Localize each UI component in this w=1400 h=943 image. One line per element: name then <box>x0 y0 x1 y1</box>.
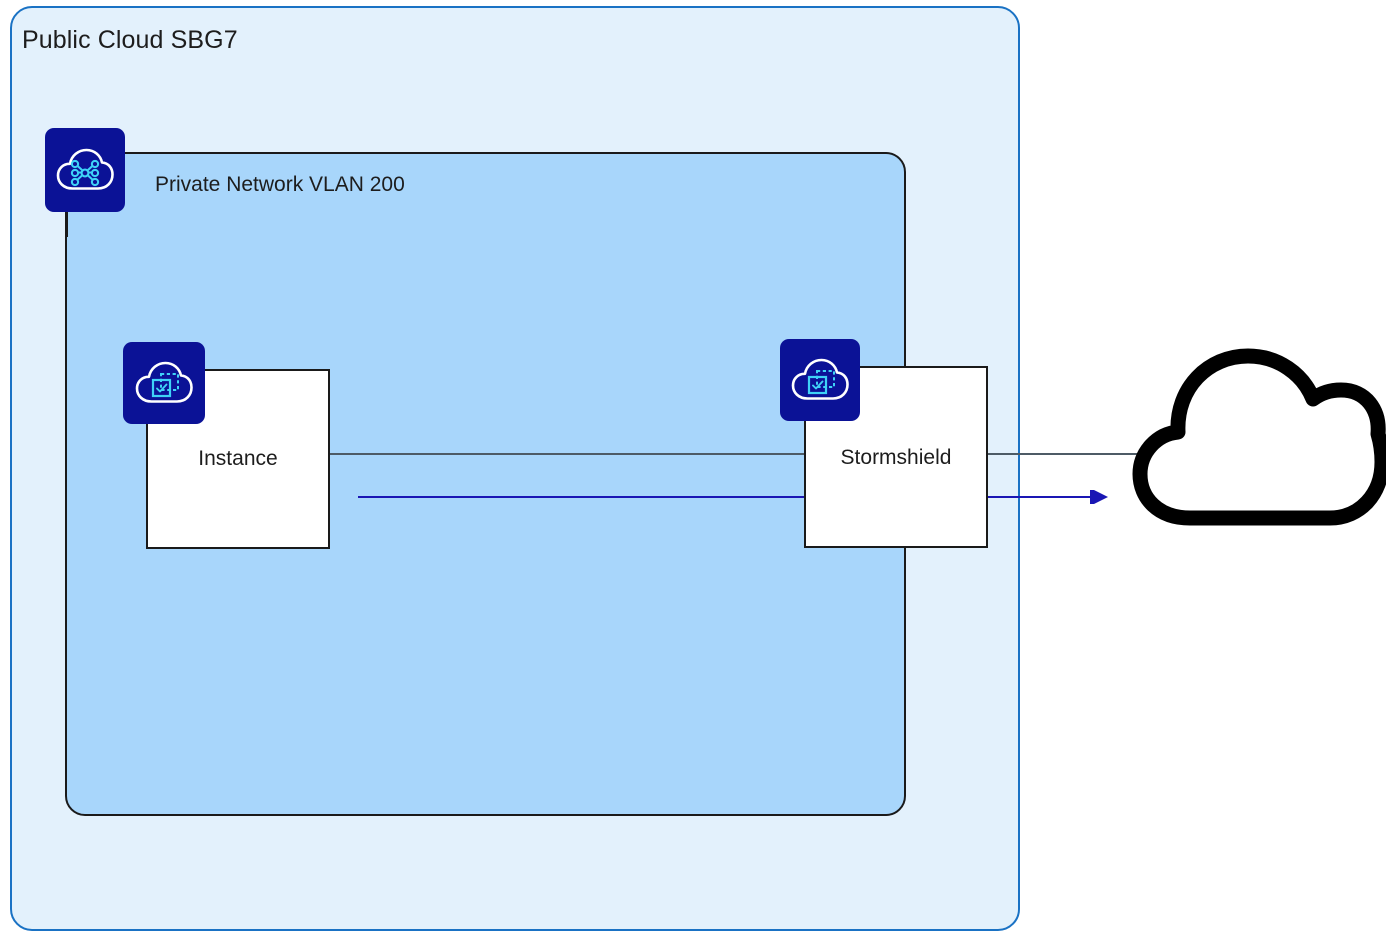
private-network-badge-stub <box>66 205 68 237</box>
instance-cloud-icon <box>789 354 851 406</box>
connector-stormshield-to-internet <box>987 453 1142 455</box>
connector-instance-to-stormshield <box>329 453 805 455</box>
traffic-flow-arrow <box>358 490 1108 504</box>
stormshield-badge[interactable] <box>780 339 860 421</box>
private-network-label: Private Network VLAN 200 <box>155 173 405 196</box>
node-stormshield-label: Stormshield <box>840 446 952 469</box>
public-cloud-title: Public Cloud SBG7 <box>22 26 238 54</box>
instance-cloud-icon <box>133 357 195 409</box>
private-network-badge[interactable] <box>45 128 125 212</box>
instance-badge[interactable] <box>123 342 205 424</box>
internet-cloud-icon <box>1132 348 1386 526</box>
private-network-cloud-icon <box>54 144 116 196</box>
node-instance-label: Instance <box>198 447 278 470</box>
